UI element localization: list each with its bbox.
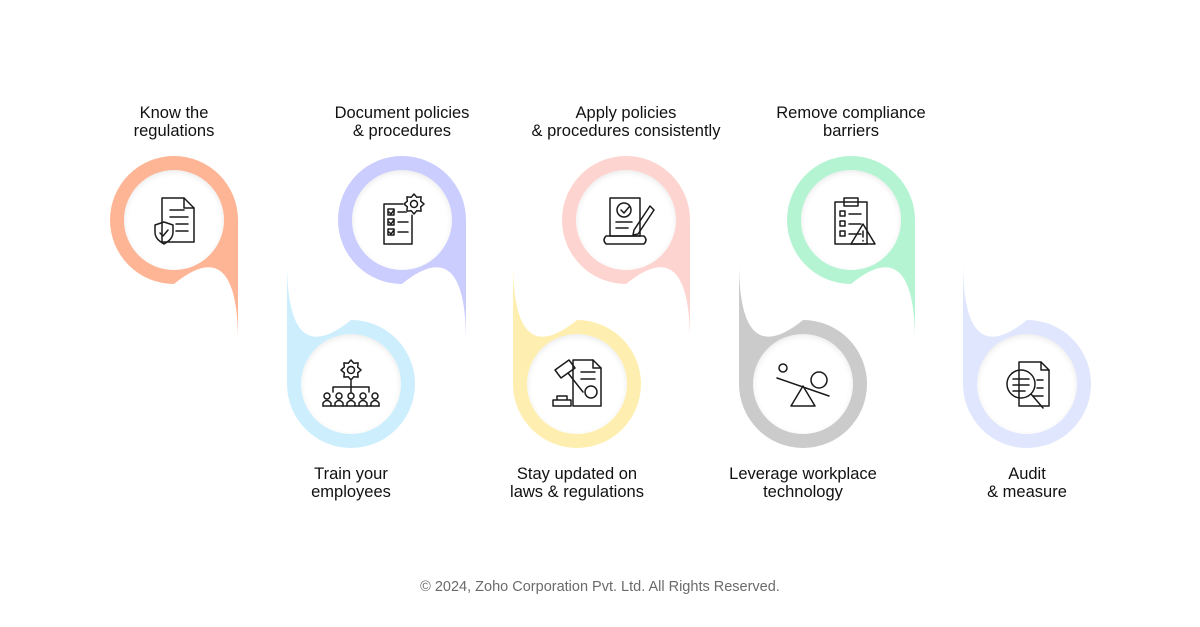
step-remove-barriers [787, 156, 915, 342]
step-leverage-technology [739, 262, 867, 448]
step-document-policies [338, 156, 466, 342]
step-remove-barriers-badge [801, 170, 901, 270]
team-hierarchy-gear-icon [322, 359, 380, 407]
step-label-line1: Document policies [334, 104, 470, 122]
clipboard-warning-icon [834, 197, 876, 245]
step-label-line2: & procedures consistently [531, 122, 721, 140]
step-label-line1: Audit [1008, 465, 1046, 483]
step-label-line1: Stay updated on [516, 465, 638, 483]
step-audit-measure [963, 262, 1091, 448]
signed-scroll-icon [603, 197, 655, 245]
step-leverage-technology-badge [753, 334, 853, 434]
document-shield-icon [154, 197, 195, 245]
copyright-footer: © 2024, Zoho Corporation Pvt. Ltd. All R… [420, 579, 780, 595]
step-label-line2: technology [763, 483, 843, 501]
checklist-gear-icon [383, 193, 425, 245]
step-label-document-policies: Document policies& procedures [282, 104, 522, 140]
step-label-line1: Apply policies [575, 104, 677, 122]
step-label-line2: regulations [133, 122, 215, 140]
gavel-document-icon [552, 359, 602, 407]
step-label-line2: barriers [823, 122, 879, 140]
step-audit-measure-badge [977, 334, 1077, 434]
step-stay-updated [513, 262, 641, 448]
magnifier-document-icon [1006, 361, 1050, 409]
step-know-regulations-badge [124, 170, 224, 270]
step-know-regulations [110, 156, 238, 342]
step-label-line1: Leverage workplace [729, 465, 877, 483]
step-document-policies-badge [352, 170, 452, 270]
step-label-apply-policies: Apply policies& procedures consistently [506, 104, 746, 140]
step-label-line1: Know the [139, 104, 209, 122]
step-apply-policies [562, 156, 690, 342]
step-label-line2: laws & regulations [510, 483, 644, 501]
step-label-line2: & measure [987, 483, 1067, 501]
step-label-line1: Train your [314, 465, 388, 483]
step-label-audit-measure: Audit& measure [907, 465, 1147, 501]
step-label-line1: Remove compliance [776, 104, 926, 122]
step-label-line2: & procedures [352, 122, 452, 140]
step-train-employees [287, 262, 415, 448]
step-label-line2: employees [311, 483, 391, 501]
step-apply-policies-badge [576, 170, 676, 270]
seesaw-balance-icon [776, 363, 830, 407]
